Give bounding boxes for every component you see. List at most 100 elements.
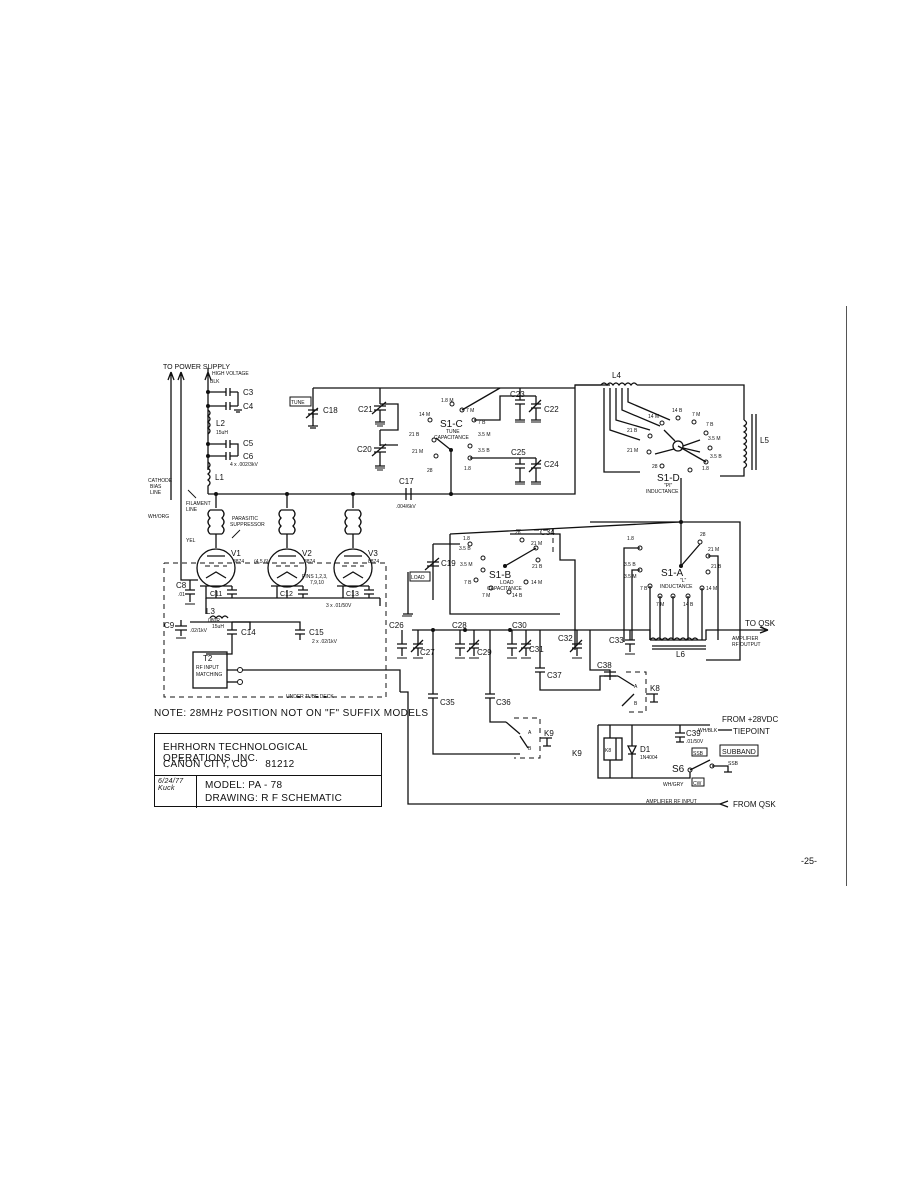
v1-type: 8874 [233, 559, 244, 565]
c8-label: C8 [176, 581, 187, 590]
company-address: CAÑON CITY, CO 81212 [163, 759, 295, 770]
c17-label: C17 [399, 477, 414, 486]
c28-label: C28 [452, 621, 467, 630]
v2-type: 8874 [304, 559, 315, 565]
l3-value: 15uH [212, 624, 224, 630]
model-note: NOTE: 28MHz POSITION NOT ON "F" SUFFIX M… [154, 708, 429, 719]
tune-box-label: TUNE [291, 400, 305, 406]
s1c-name: S1-C [440, 419, 463, 430]
d1-label: D1 [640, 745, 651, 754]
s1c-pos-18: 1.8 [464, 466, 471, 472]
company-name: EHRHORN TECHNOLOGICAL OPERATIONS, INC. [163, 742, 308, 764]
c24-label: C24 [544, 460, 559, 469]
amp-rf-input-label: AMPLIFIER RF INPUT [646, 799, 697, 805]
wh-org-label: WH/ORG [148, 514, 169, 520]
s1b-pos-35b: 3.5 B [459, 546, 471, 552]
s1b-pos-14b: 14 B [512, 593, 523, 599]
s1c-pos-21b: 21 B [409, 432, 420, 438]
c6-label: C6 [243, 452, 254, 461]
c32-label: C32 [558, 634, 573, 643]
c17: C17 .004/6kV [396, 477, 416, 510]
l3-label: L3 [206, 607, 215, 616]
wh-blk-label: WH/BLK [698, 728, 718, 734]
title-block-lower: 6/24/77 Kuck MODEL: PA - 78 DRAWING: R F… [155, 775, 381, 808]
c29-label: C29 [477, 648, 492, 657]
s1d-pos-14m: 14 M [648, 414, 659, 420]
s1d-pos-35b: 3.5 B [710, 454, 722, 460]
c36-label: C36 [496, 698, 511, 707]
output-section: L4 L5 14 M 14 B 7 M 7 B 21 B 21 M 3.5 M … [575, 371, 776, 661]
s1c-pos-21m: 21 M [412, 449, 423, 455]
d1-value: 1N4004 [640, 755, 658, 761]
s1a-pos-21b: 21 B [711, 564, 722, 570]
c23-label: C23 [510, 390, 525, 399]
v3-label: V3 [368, 549, 378, 558]
c31-label: C31 [529, 645, 544, 654]
company-city: CAÑON CITY, CO [163, 759, 249, 770]
from-qsk-label: FROM QSK [733, 800, 776, 809]
c4-label: C4 [243, 402, 254, 411]
drawing-info: MODEL: PA - 78 DRAWING: R F SCHEMATIC [205, 779, 342, 805]
s1d-pos-14b: 14 B [672, 408, 683, 414]
t2-label: T2 [203, 654, 213, 663]
from-28vdc-label: FROM +28VDC [722, 715, 778, 724]
s1d-function: "PI"INDUCTANCE [646, 483, 679, 495]
date-signature: 6/24/77 Kuck [155, 776, 197, 808]
c14-label: C14 [241, 628, 256, 637]
c11-label: C11 [210, 591, 222, 598]
s6-ssb-tag: SSB [728, 761, 739, 767]
c19-label: C19 [441, 559, 456, 568]
s1a-pos-14m: 14 M [706, 586, 717, 592]
l5-label: L5 [760, 436, 769, 445]
power-supply-section: TO POWER SUPPLY HIGH VOLTAGE BLK C3 C4 L… [148, 364, 258, 544]
s1d-pos-28: 28 [652, 464, 658, 470]
tiepoint-label: TIEPOINT [733, 727, 770, 736]
s1c-pos-28: 28 [427, 468, 433, 474]
load-network: C19 LOAD 1.8 3.5 B 3.5 M 28 21 M 21 B 7 … [389, 521, 681, 759]
s1a-pos-35m: 3.5 M [624, 574, 637, 580]
s1b-pos-14m: 14 M [531, 580, 542, 586]
c3-label: C3 [243, 388, 254, 397]
c17-value: .004/6kV [396, 504, 416, 510]
yel-label: YEL [186, 538, 196, 544]
c3-c6-value: 4 x .002/3kV [230, 462, 258, 468]
c12-label: C12 [280, 591, 293, 598]
c26-label: C26 [389, 621, 404, 630]
relay-drive: C39 .01/50V FROM +28VDC WH/BLK TIEPOINT … [400, 691, 778, 809]
v2-label: V2 [302, 549, 312, 558]
s1d-pos-7b: 7 B [706, 422, 714, 428]
page-number: -25- [801, 856, 818, 866]
s1a-function: "L"INDUCTANCE [660, 578, 693, 590]
c5-label: C5 [243, 439, 254, 448]
company-zip: 81212 [265, 759, 295, 770]
l6-label: L6 [676, 650, 685, 659]
to-power-supply-label: TO POWER SUPPLY [163, 364, 230, 371]
to-qsk-top-label: TO QSK [745, 619, 776, 628]
k8-contact-b: B [634, 701, 638, 707]
s1c-pos-18m: 1.8 M [441, 398, 454, 404]
k9-contact-a: A [528, 730, 532, 736]
c35-label: C35 [440, 698, 455, 707]
l2-value: 15uH [216, 430, 228, 436]
c39-value: .01/50V [686, 739, 704, 745]
s1b-pos-7m: 7 M [482, 593, 490, 599]
s1a-name: S1-A [661, 568, 684, 579]
l3-tag: 080R [208, 618, 220, 624]
c33-label: C33 [609, 636, 624, 645]
v3-type: 8874 [368, 559, 379, 565]
s1a-pos-18: 1.8 [627, 536, 634, 542]
s6-label: S6 [672, 764, 685, 775]
c22-label: C22 [544, 405, 559, 414]
wh-gry-label: WH/GRY [663, 782, 684, 788]
s1b-name: S1-B [489, 570, 512, 581]
drawing-line: DRAWING: R F SCHEMATIC [205, 793, 343, 804]
pins-note: PINS 1,2,3,7,9,10 [302, 574, 328, 586]
under-tube-deck-label: UNDER TUBE DECK [286, 694, 334, 700]
blk-wire-label: BLK [210, 379, 220, 385]
